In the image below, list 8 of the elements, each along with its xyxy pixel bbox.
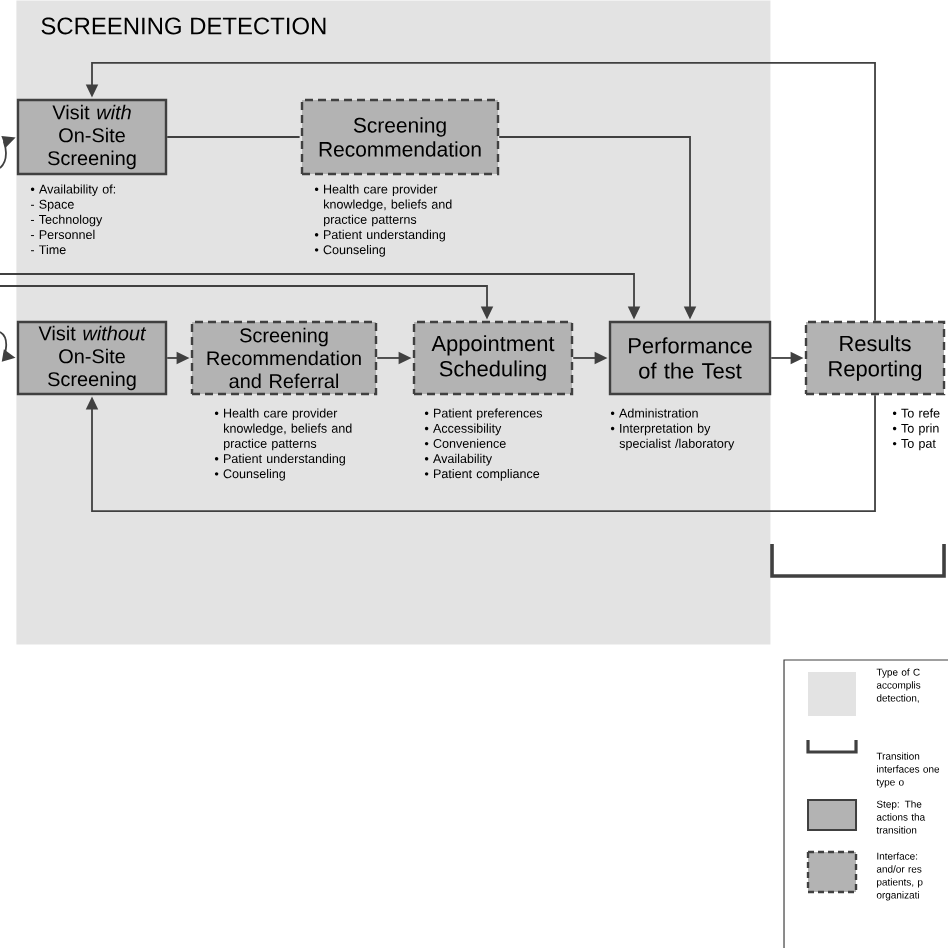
- interface-box: Screening Recommendation: [300, 98, 500, 176]
- interface-box: Results Reporting: [804, 320, 946, 396]
- arrow: [85, 394, 876, 513]
- step-box: Performance of the Test: [608, 320, 772, 396]
- step-box: Visit with On-Site Screening: [16, 98, 168, 176]
- interface-box: Screening Recommendation and Referral: [190, 320, 378, 396]
- interface-box: Appointment Scheduling: [412, 320, 574, 396]
- step-box: Visit without On-Site Screening: [16, 320, 168, 396]
